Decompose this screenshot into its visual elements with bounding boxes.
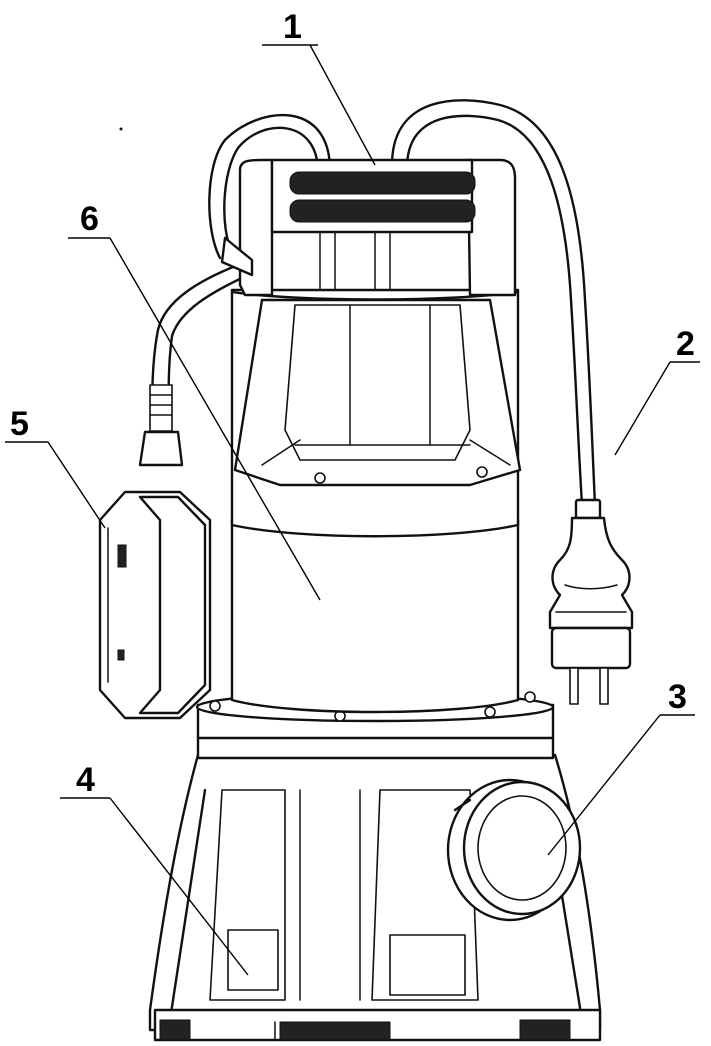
plug bbox=[548, 498, 634, 705]
leader-lines bbox=[5, 44, 700, 976]
callout-labels: 1 2 3 4 5 6 bbox=[10, 8, 695, 799]
callout-1: 1 bbox=[283, 8, 302, 46]
carry-handle bbox=[220, 158, 517, 297]
float-cable bbox=[138, 113, 332, 467]
handle-grip bbox=[289, 171, 476, 223]
callout-4: 4 bbox=[76, 761, 95, 799]
stray-dot bbox=[119, 127, 123, 131]
motor-housing bbox=[230, 518, 520, 714]
callout-6: 6 bbox=[80, 200, 99, 238]
callout-5: 5 bbox=[10, 405, 29, 443]
upper-body bbox=[230, 288, 522, 538]
callout-3: 3 bbox=[668, 678, 687, 716]
callout-2: 2 bbox=[676, 325, 695, 363]
outlet-port bbox=[446, 778, 582, 922]
base-grip bbox=[159, 1019, 571, 1041]
power-cable bbox=[390, 99, 597, 507]
float-switch bbox=[98, 490, 212, 720]
